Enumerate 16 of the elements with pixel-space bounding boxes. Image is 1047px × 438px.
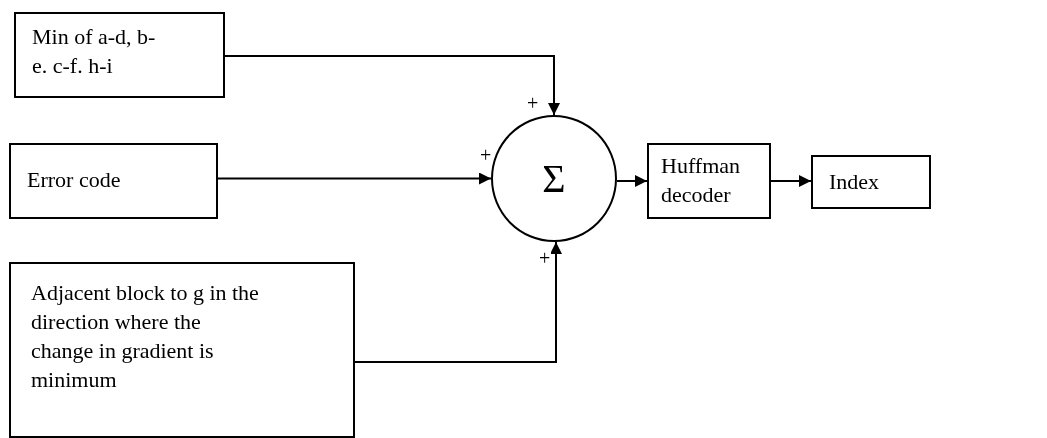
node-label: Adjacent block to g in the direction where the change in gradient is minimum (31, 279, 260, 394)
node-label: Huffman decoder (661, 152, 742, 209)
arrow (217, 172, 492, 185)
sum-symbol: Σ (542, 164, 566, 193)
process-box (647, 143, 771, 219)
process-box (14, 12, 225, 98)
arrow (354, 241, 562, 363)
process-box (9, 262, 355, 438)
node-label: Error code (27, 166, 122, 194)
process-box (811, 155, 931, 209)
arrow (616, 175, 648, 187)
process-box (9, 143, 218, 219)
node-label: Index (829, 168, 881, 196)
node-label: Min of a-d, b-e. c-f. h-i (32, 23, 157, 80)
arrow (224, 55, 560, 116)
arrow (770, 175, 812, 187)
